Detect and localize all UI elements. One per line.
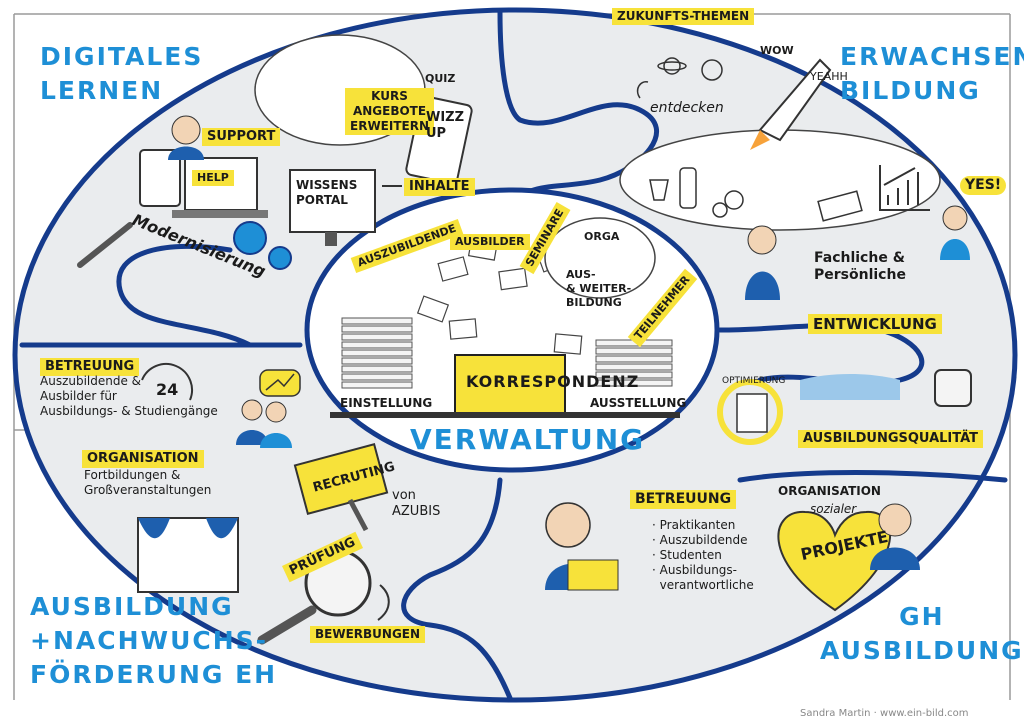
thinking-man-illustration [745, 225, 780, 300]
label-ausbilder: AUSBILDER [450, 234, 530, 250]
label-ausstellung: AUSSTELLUNG [590, 396, 687, 410]
stage-illustration [137, 517, 239, 593]
label-orga: ORGA [584, 230, 620, 243]
section-title-gh-ausbildung: GH AUSBILDUNG [820, 602, 1024, 665]
space-doodles [636, 57, 723, 99]
label-help: HELP [192, 170, 234, 186]
speech-bubble-graph-icon [259, 369, 301, 397]
label-wow: WOW [760, 44, 794, 57]
label-betreuung-left: BETREUUNG [40, 358, 140, 376]
food-doodles [649, 167, 744, 218]
desk-illustration [330, 354, 680, 418]
label-entwicklung: ENTWICKLUNG [808, 314, 942, 334]
label-support: SUPPORT [202, 128, 281, 146]
section-title-erwachsenenbildung: ERWACHSENEN- BILDUNG [840, 42, 1024, 105]
curved-arrow-icon [377, 584, 390, 621]
label-wizzup: WIZZ UP [426, 110, 465, 141]
label-einstellung: EINSTELLUNG [340, 396, 433, 410]
thumbs-up-icon [934, 369, 972, 407]
label-wissensportal: WISSENS PORTAL [296, 178, 358, 207]
label-ausbildungsqualitaet: AUSBILDUNGSQUALITÄT [798, 430, 984, 448]
clock-arrow-icon [141, 363, 193, 401]
people-icons [236, 399, 292, 448]
label-optimierung: OPTIMIERUNG [722, 376, 786, 386]
money-icon [817, 190, 863, 222]
label-fachliche-persoenliche: Fachliche & Persönliche [814, 250, 906, 283]
label-organisation-left: ORGANISATION [82, 450, 204, 468]
label-zukunftsthemen: ZUKUNFTS-THEMEN [612, 8, 755, 25]
label-von-azubis: von AZUBIS [392, 488, 441, 519]
label-yes: YES! [960, 176, 1007, 195]
label-betreuung-right: BETREUUNG [630, 490, 737, 509]
recruiting-sign [293, 443, 389, 532]
center-title-verwaltung: VERWALTUNG [410, 423, 646, 456]
label-organisation-right: ORGANISATION [778, 484, 881, 498]
sea-illustration [800, 374, 900, 400]
label-quiz: QUIZ [425, 72, 456, 85]
label-bewerbungen: BEWERBUNGEN [310, 626, 426, 643]
label-kursangebote: KURS ANGEBOTE ERWEITERN [345, 88, 435, 135]
paper-stack-left [341, 317, 413, 389]
puzzle-seams [19, 9, 1008, 701]
label-entdecken: entdecken [650, 100, 724, 116]
presenter-illustration [870, 503, 920, 570]
monitor-illustration [289, 169, 376, 246]
label-korrespondenz: KORRESPONDENZ [466, 372, 640, 391]
support-agent-illustration [168, 115, 204, 160]
label-sozialer: sozialer [810, 502, 857, 516]
text-betreuung-left: Auszubildende & Ausbilder für Ausbildung… [40, 374, 218, 418]
growth-chart-icon [879, 165, 930, 211]
text-organisation-left: Fortbildungen & Großveranstaltungen [84, 468, 212, 497]
label-24: 24 [156, 380, 179, 399]
rocket-icon [750, 58, 832, 150]
label-inhalte: INHALTE [404, 178, 475, 196]
gears-icon [233, 221, 292, 270]
list-betreuung-right: · Praktikanten · Auszubildende · Student… [652, 518, 754, 592]
cheering-person-illustration [940, 205, 970, 260]
paintbrush-icon [77, 222, 133, 268]
label-yeahh: YEAHH [810, 70, 848, 83]
label-aus-weiterbildung: AUS- & WEITER- BILDUNG [566, 268, 632, 309]
heart-icon [777, 510, 892, 612]
section-title-digitales-lernen: DIGITALES LERNEN [40, 42, 204, 105]
certificate-icon [717, 379, 783, 445]
credit-text: Sandra Martin · www.ein-bild.com [800, 708, 969, 719]
trainee-group-illustration [545, 502, 619, 591]
section-title-ausbildung-eh: AUSBILDUNG +NACHWUCHS- FÖRDERUNG EH [30, 592, 278, 689]
